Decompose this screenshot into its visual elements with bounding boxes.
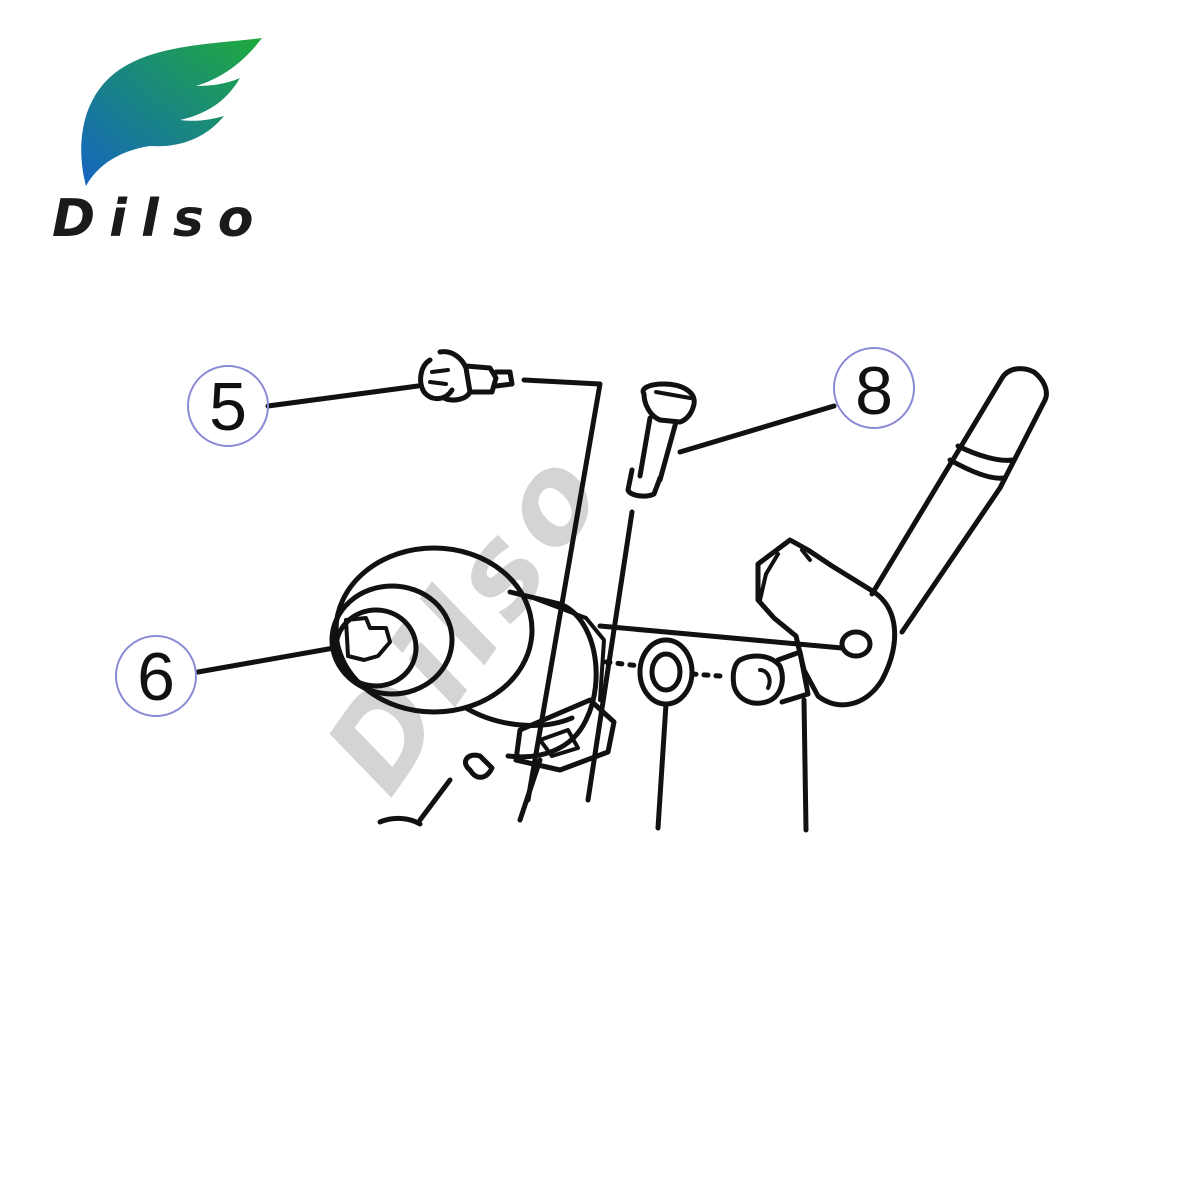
brand-logo-wordmark: Dilso: [52, 189, 268, 249]
callout-5-leader: [265, 383, 421, 409]
part-5-screw: [418, 349, 603, 803]
part-6-assembly: [329, 545, 617, 827]
callout-6-number: 6: [137, 639, 175, 715]
part-pin: [730, 649, 811, 833]
wing-logo-icon: [81, 38, 262, 186]
part-8-bolt: [585, 381, 697, 803]
callout-8-number: 8: [855, 353, 893, 429]
callout-8: 8: [833, 347, 915, 429]
callout-6: 6: [115, 635, 197, 717]
callout-5-number: 5: [209, 369, 247, 445]
callout-6-leader: [195, 645, 337, 675]
part-lever: [597, 366, 1049, 708]
part-washer: [603, 637, 723, 831]
line-art: [195, 349, 1049, 833]
callout-5: 5: [187, 365, 269, 447]
brand-logo: Dilso: [52, 38, 268, 249]
callout-8-leader: [677, 403, 837, 455]
